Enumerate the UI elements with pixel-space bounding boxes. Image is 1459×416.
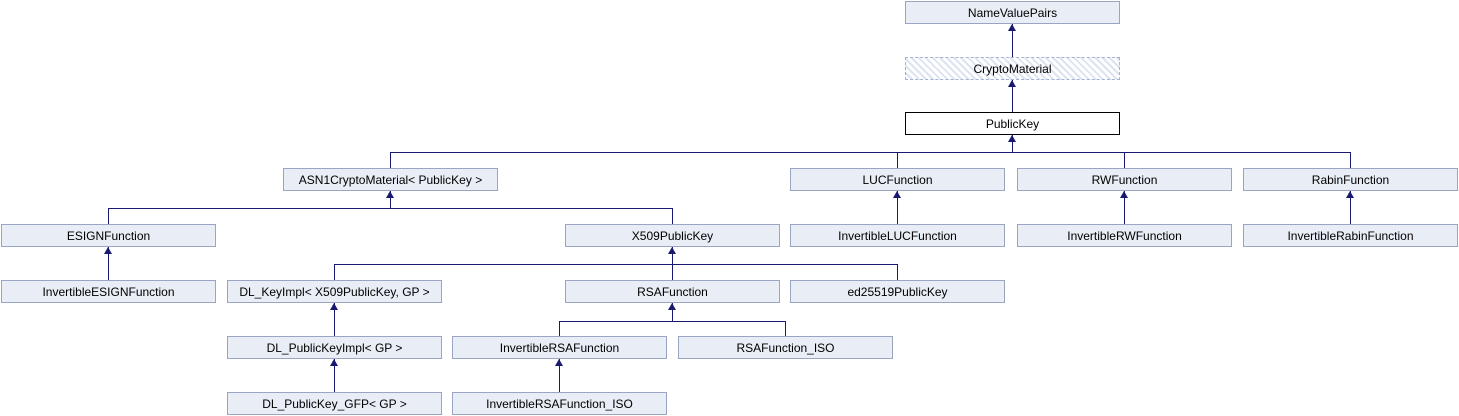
- inheritance-arrow-icon: [330, 359, 338, 366]
- edge-line: [559, 321, 786, 322]
- edge-line: [1124, 191, 1125, 224]
- node-dl-publickey-gfp[interactable]: DL_PublicKey_GFP< GP >: [227, 392, 442, 415]
- inheritance-arrow-icon: [1346, 191, 1354, 198]
- inheritance-arrow-icon: [330, 303, 338, 310]
- edge-line: [390, 191, 391, 209]
- edge-line: [1012, 80, 1013, 112]
- edge-line: [559, 321, 560, 336]
- node-asn1cryptomaterial-publickey[interactable]: ASN1CryptoMaterial< PublicKey >: [283, 168, 498, 191]
- edge-line: [108, 208, 673, 209]
- node-invertiblersafunction-iso[interactable]: InvertibleRSAFunction_ISO: [452, 392, 667, 415]
- node-rsafunction[interactable]: RSAFunction: [565, 280, 780, 303]
- node-rsafunction-iso[interactable]: RSAFunction_ISO: [678, 336, 893, 359]
- node-cryptomaterial[interactable]: CryptoMaterial: [905, 57, 1120, 80]
- edge-line: [1012, 135, 1013, 153]
- edge-line: [390, 152, 391, 168]
- edge-line: [1350, 191, 1351, 224]
- inheritance-arrow-icon: [1008, 24, 1016, 31]
- node-lucfunction[interactable]: LUCFunction: [790, 168, 1005, 191]
- node-invertiblerwfunction[interactable]: InvertibleRWFunction: [1017, 224, 1232, 247]
- inheritance-arrow-icon: [104, 247, 112, 254]
- inheritance-arrow-icon: [1120, 191, 1128, 198]
- node-dl-keyimpl[interactable]: DL_KeyImpl< X509PublicKey, GP >: [227, 280, 442, 303]
- inheritance-arrow-icon: [386, 191, 394, 198]
- edge-line: [334, 303, 335, 336]
- node-namevaluepairs[interactable]: NameValuePairs: [905, 1, 1120, 24]
- node-rabinfunction[interactable]: RabinFunction: [1243, 168, 1458, 191]
- node-dl-publickeyimpl[interactable]: DL_PublicKeyImpl< GP >: [227, 336, 442, 359]
- node-invertiblerabinfunction[interactable]: InvertibleRabinFunction: [1243, 224, 1458, 247]
- inheritance-arrow-icon: [668, 247, 676, 254]
- edge-line: [672, 208, 673, 224]
- edge-line: [1124, 152, 1125, 168]
- edge-line: [334, 359, 335, 392]
- inheritance-arrow-icon: [893, 191, 901, 198]
- edge-line: [334, 264, 335, 280]
- edge-line: [1012, 24, 1013, 57]
- node-ed25519publickey[interactable]: ed25519PublicKey: [790, 280, 1005, 303]
- edge-line: [108, 208, 109, 224]
- edge-line: [390, 152, 1351, 153]
- edge-line: [897, 152, 898, 168]
- node-invertibleesignfunction[interactable]: InvertibleESIGNFunction: [1, 280, 216, 303]
- inheritance-arrow-icon: [668, 303, 676, 310]
- edge-line: [672, 303, 673, 322]
- edge-line: [897, 191, 898, 224]
- inheritance-arrow-icon: [555, 359, 563, 366]
- node-esignfunction[interactable]: ESIGNFunction: [1, 224, 216, 247]
- node-rwfunction[interactable]: RWFunction: [1017, 168, 1232, 191]
- edge-line: [672, 247, 673, 280]
- node-invertiblelucfunction[interactable]: InvertibleLUCFunction: [790, 224, 1005, 247]
- node-invertiblersafunction[interactable]: InvertibleRSAFunction: [452, 336, 667, 359]
- edge-line: [785, 321, 786, 336]
- edge-line: [108, 247, 109, 280]
- edge-line: [897, 264, 898, 280]
- edge-line: [1350, 152, 1351, 168]
- inheritance-arrow-icon: [1008, 135, 1016, 142]
- node-publickey: PublicKey: [905, 112, 1120, 135]
- inheritance-arrow-icon: [1008, 80, 1016, 87]
- edge-line: [559, 359, 560, 392]
- edge-line: [334, 264, 898, 265]
- node-x509publickey[interactable]: X509PublicKey: [565, 224, 780, 247]
